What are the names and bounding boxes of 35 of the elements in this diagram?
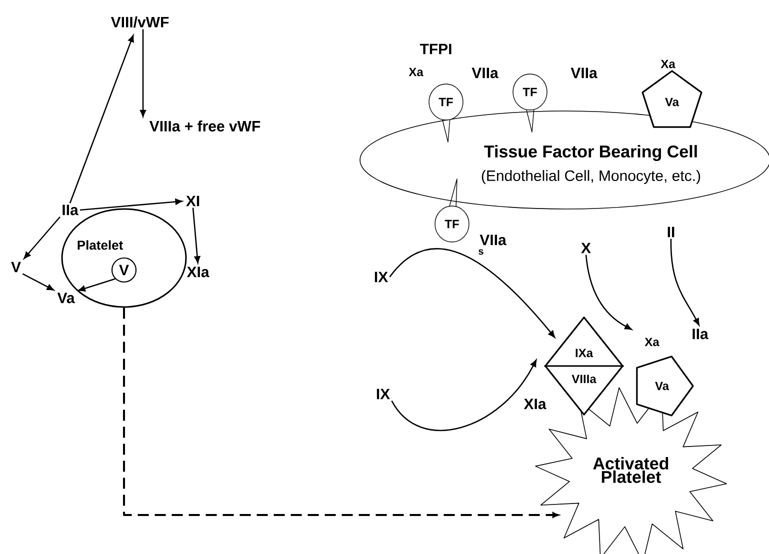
factor-label: II xyxy=(668,226,674,238)
tissue-factor-bubble: TF xyxy=(512,74,548,132)
arrow xyxy=(391,360,537,431)
arrow xyxy=(80,198,182,211)
factor-label: IIa xyxy=(692,328,708,340)
factor-label: TFPI xyxy=(420,44,452,54)
tissue-factor-bubble: TF xyxy=(428,84,464,142)
factor-label: XIa xyxy=(186,266,210,278)
pentagon: Va xyxy=(642,70,702,128)
arrow xyxy=(389,248,556,338)
arrow xyxy=(670,238,700,326)
factor-label: Xa xyxy=(644,338,660,346)
factor-label: VIIIa + free vWF xyxy=(149,120,260,132)
tissue-factor-bubble: TF xyxy=(434,178,470,242)
arrow xyxy=(192,208,200,264)
factor-label: Xa xyxy=(660,60,676,68)
factor-label: IX xyxy=(374,272,388,282)
factor-label: Xa xyxy=(408,68,424,76)
arrow xyxy=(69,35,134,204)
arrow xyxy=(140,29,146,117)
factor-label: XI xyxy=(186,196,200,206)
factor-label: IX xyxy=(376,388,390,400)
factor-label: s xyxy=(478,249,484,255)
factor-label: X xyxy=(581,242,591,254)
arrow xyxy=(123,308,559,518)
arrow xyxy=(22,273,54,291)
factor-label: VIIa xyxy=(480,234,506,246)
pentagon: Va xyxy=(636,356,694,416)
factor-label: VIIa xyxy=(472,68,498,78)
arrow xyxy=(24,216,61,259)
arrow xyxy=(78,278,116,292)
factor-label: VIII/vWF xyxy=(110,16,169,28)
factor-label: VIIa xyxy=(570,68,598,78)
arrow xyxy=(585,254,632,330)
factor-label: V xyxy=(11,262,21,272)
